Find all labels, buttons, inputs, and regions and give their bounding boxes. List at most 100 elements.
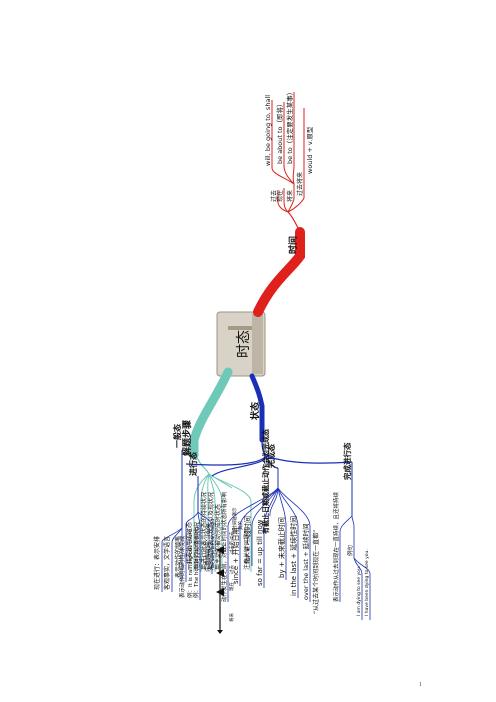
aspect-item: 客观事实，文学语言 bbox=[163, 536, 171, 590]
step-item: 用对持续情调状况 bbox=[193, 522, 201, 570]
timeline-label: 过去 bbox=[228, 565, 235, 574]
timeline-arrow-icon bbox=[217, 630, 223, 634]
aspect-item: since + 开始日期 bbox=[231, 528, 240, 585]
timeline-marker bbox=[216, 569, 224, 577]
steps-label: 解题步骤 bbox=[181, 420, 193, 456]
aspect-item: so far = up till now bbox=[256, 519, 264, 586]
aspect-item: “从过去某个时间到现在一直都” bbox=[312, 530, 320, 614]
branch-time: 时间 过去 现在 将来 过去将来 will, be going to, shal… bbox=[253, 89, 314, 317]
aspect-item-line bbox=[251, 487, 279, 566]
steps-branch-line bbox=[189, 367, 233, 460]
aspect-branch-line bbox=[249, 373, 265, 443]
time-label: 时间 bbox=[287, 236, 299, 254]
timeline-event: be surprise bbox=[210, 543, 216, 568]
time-branch-line bbox=[253, 227, 305, 317]
central-node-skyline bbox=[252, 314, 263, 374]
aspect-sub-label: 进行态 bbox=[188, 452, 198, 476]
aspect-item: I have been dying to see you. bbox=[364, 549, 370, 616]
branch-aspect: 状态 一般态 现在进行：表示安排 客观事实，文学语言 表示动作的频率 bbox=[153, 373, 371, 620]
time-item: would + v.原型 bbox=[305, 126, 314, 174]
aspect-item-line bbox=[277, 487, 311, 602]
aspect-item-line bbox=[269, 487, 279, 516]
aspect-label: 状态 bbox=[249, 402, 261, 420]
time-item-line bbox=[283, 102, 295, 185]
timeline-marker bbox=[216, 546, 224, 554]
aspect-item-line bbox=[239, 487, 279, 586]
aspect-item: I am dying to see you. bbox=[356, 566, 362, 616]
timeline-subcaption: 时间轴演示 bbox=[231, 507, 238, 530]
aspect-item: for + 一段时间 bbox=[243, 516, 252, 564]
aspect-item: over the last + 延续时间 bbox=[301, 523, 310, 600]
aspect-item: 现在进行：表示安排 bbox=[153, 536, 161, 590]
aspect-sub-label: 完成进行态 bbox=[342, 442, 352, 480]
step-line bbox=[208, 473, 223, 572]
aspect-item-line bbox=[197, 511, 213, 574]
aspect-item-line bbox=[227, 487, 279, 602]
aspect-item: 有截止日期或截止动作会为完成态 bbox=[261, 429, 270, 534]
aspect-sub-line bbox=[211, 455, 267, 477]
steps-connector bbox=[195, 454, 210, 475]
central-node-tower bbox=[228, 326, 252, 330]
aspect-item-line bbox=[263, 487, 279, 588]
aspect-item: 注意感官词：look bbox=[204, 523, 212, 572]
aspect-sub-line bbox=[265, 455, 353, 464]
step-item: 注意关键词提示 bbox=[243, 528, 251, 570]
aspect-item: in the last + 延续性时间 bbox=[289, 516, 298, 596]
aspect-connector bbox=[261, 439, 267, 457]
page-number: 1 bbox=[419, 682, 422, 688]
aspect-sub-label: 一般态 bbox=[172, 424, 182, 448]
time-item: will, be going to, shall bbox=[264, 95, 272, 166]
time-group-line bbox=[283, 188, 289, 213]
aspect-item-line bbox=[277, 487, 287, 580]
time-group-line bbox=[277, 190, 289, 213]
timeline-label: 将来 bbox=[228, 613, 235, 622]
aspect-sub-line bbox=[185, 455, 267, 466]
time-group-label: 现在 bbox=[276, 190, 284, 202]
aspect-item-line bbox=[161, 527, 183, 592]
time-item-line bbox=[292, 92, 295, 185]
time-item: be about to（即将） bbox=[275, 100, 284, 164]
aspect-item-line bbox=[353, 557, 363, 620]
aspect-item-line bbox=[353, 557, 371, 620]
aspect-item: 表示动作从过去到现在一直持续，且还将持续 bbox=[332, 491, 340, 602]
steps-items: 一找要使用的时态 用对持续情调状况 用进行时表示状态的持续状况 用完成时表示状态… bbox=[185, 473, 252, 572]
step-item: 用主动的被动完成时状态 bbox=[214, 504, 222, 570]
time-group-label: 将来 bbox=[286, 190, 294, 202]
step-item: 用进行时表示状态的持续状况 bbox=[200, 492, 208, 570]
aspect-item: 例：The holiday is coming. bbox=[192, 525, 200, 598]
timeline-event: can, could bbox=[210, 519, 216, 542]
step-line bbox=[200, 473, 210, 572]
aspect-sub-progressive: 进行态 表示动作的临时性/未完成 例：It is raining out the… bbox=[178, 452, 267, 600]
aspect-item-line bbox=[197, 511, 201, 600]
timeline-marker bbox=[216, 588, 224, 596]
aspect-sub-general: 一般态 现在进行：表示安排 客观事实，文学语言 表示动作的频率 bbox=[153, 424, 267, 592]
aspect-sub-perfect: 完成态 动作发生在之前，对截止时间的状态所有影响 since + 开始日期 fo… bbox=[220, 429, 320, 614]
time-group-line bbox=[287, 184, 295, 213]
aspect-item-line bbox=[171, 527, 183, 592]
timeline-caption: 真的 bbox=[237, 521, 244, 530]
timeline-label: 现在 bbox=[228, 582, 235, 591]
time-item: be to（注定要发生某事） bbox=[285, 89, 294, 164]
time-group-label: 过去 bbox=[270, 190, 278, 202]
branch-steps: 解题步骤 一找要使用的时态 用对持续情调状况 用进行时表示状态的持续状况 用完成… bbox=[181, 367, 252, 634]
step-line bbox=[193, 473, 210, 572]
aspect-sub-perfect-progressive: 完成进行态 表示动作从过去到现在一直持续，且还将持续 例句 I am dying… bbox=[265, 442, 371, 620]
central-label: 时态 bbox=[236, 330, 252, 358]
time-group-line bbox=[287, 178, 305, 213]
aspect-item-line bbox=[185, 511, 199, 582]
step-item: 一找要使用的时态 bbox=[185, 522, 193, 570]
aspect-item-line bbox=[351, 515, 355, 558]
aspect-item-line bbox=[339, 515, 353, 602]
aspect-item: 例句 bbox=[346, 544, 354, 556]
aspect-item: 表示动作的临时性/未完成 bbox=[178, 535, 186, 598]
aspect-item: 动作发生在之前，对截止时间的状态所有影响 bbox=[220, 491, 228, 602]
aspect-item: 例：It is raining out there. bbox=[186, 527, 194, 598]
aspect-sub-line bbox=[265, 455, 279, 469]
aspect-item: 表示动作的频率 bbox=[174, 536, 182, 578]
time-group-label: 过去将来 bbox=[296, 172, 304, 196]
step-line bbox=[207, 473, 210, 572]
aspect-item-line bbox=[277, 487, 299, 598]
